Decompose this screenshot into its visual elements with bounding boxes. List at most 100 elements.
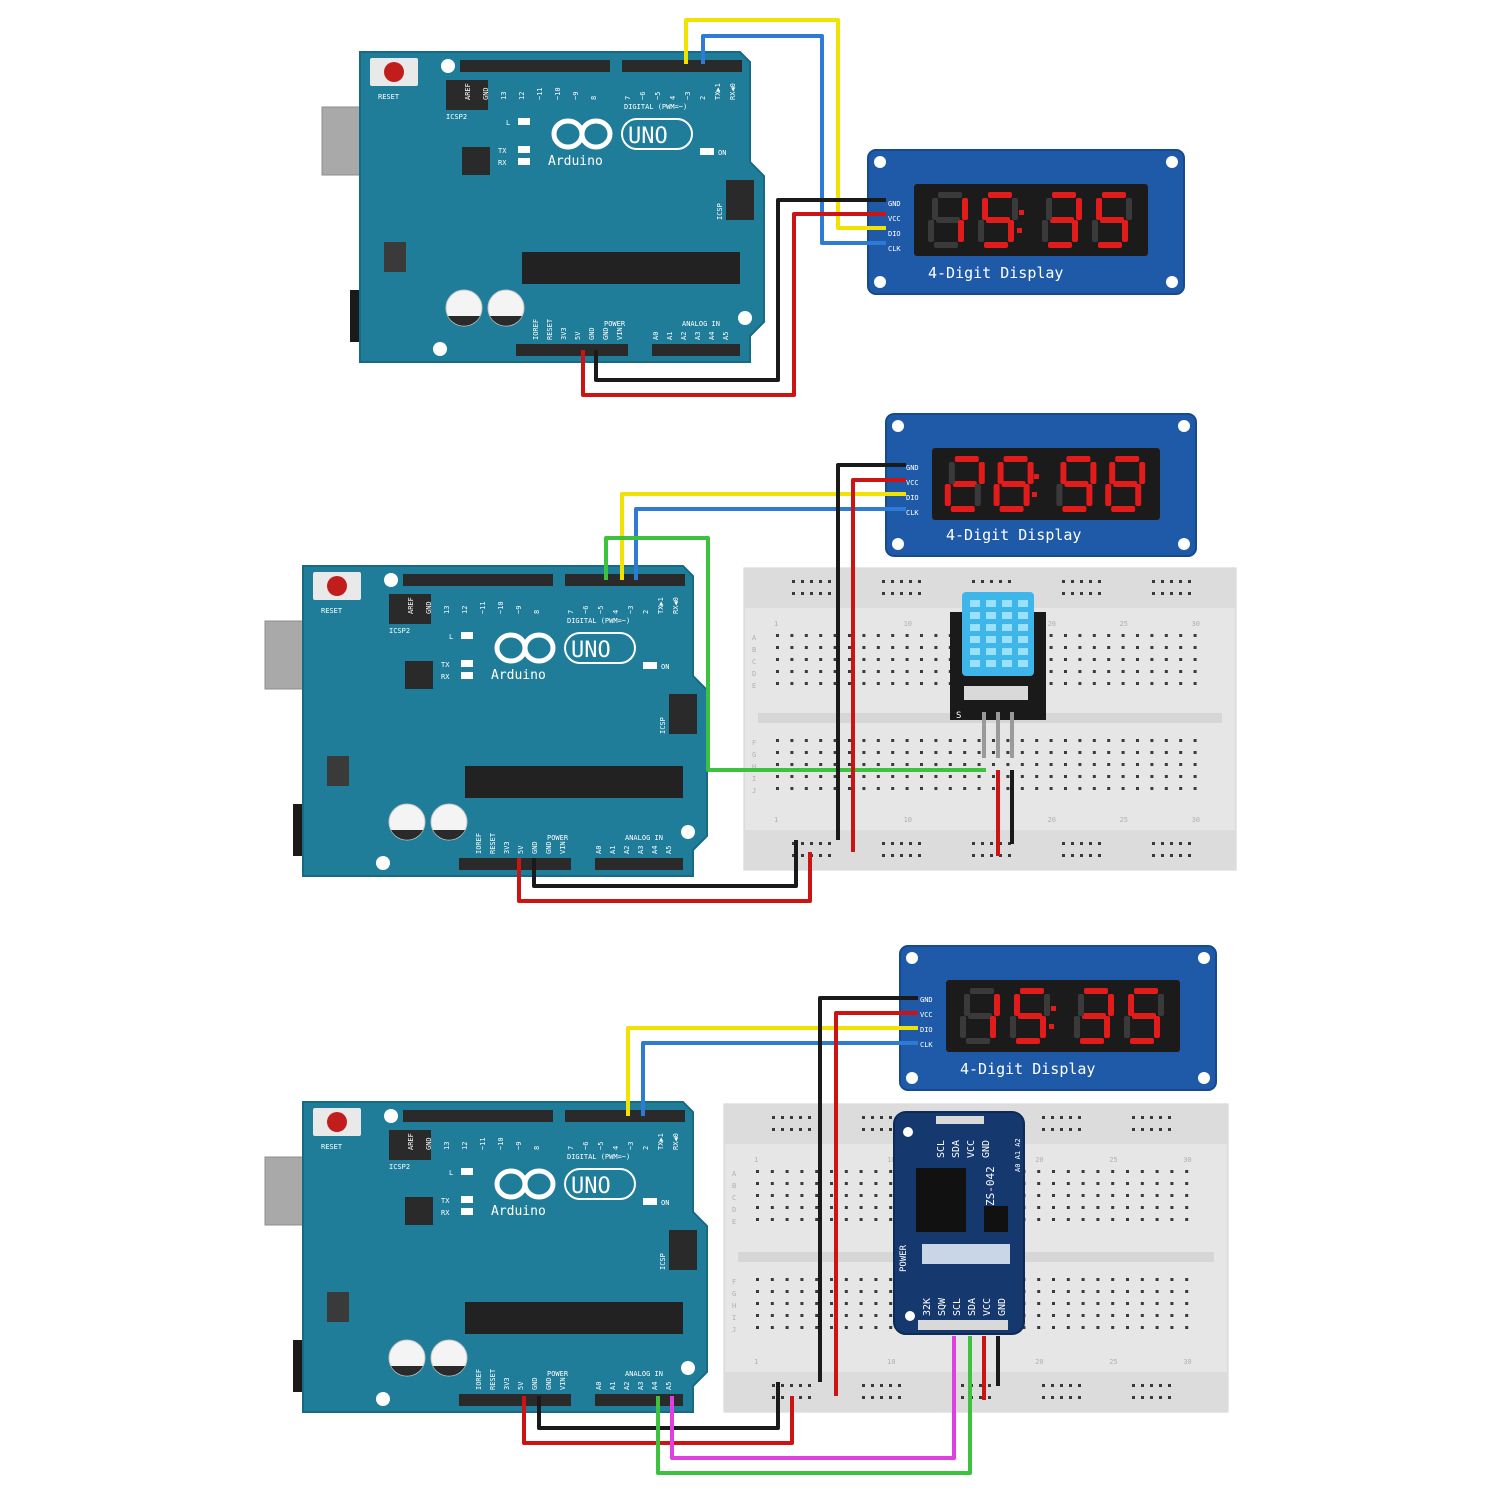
rail-hole xyxy=(889,1396,892,1399)
segment-g xyxy=(1050,217,1074,223)
terminal-hole xyxy=(756,1326,759,1329)
mount-hole xyxy=(903,1127,913,1137)
terminal-hole xyxy=(920,763,923,766)
terminal-hole xyxy=(819,751,823,754)
led-l-label: L xyxy=(506,119,510,127)
rtc-bottom-pin-label: SQW xyxy=(937,1297,948,1316)
terminal-hole xyxy=(1096,1278,1100,1281)
mount-hole xyxy=(874,156,886,168)
terminal-hole xyxy=(770,1218,774,1221)
rtc-eeprom xyxy=(984,1206,1008,1232)
rail-hole xyxy=(891,854,894,857)
terminal-hole xyxy=(1066,1170,1070,1173)
terminal-hole xyxy=(1136,682,1139,685)
terminal-hole xyxy=(1136,670,1139,673)
terminal-hole xyxy=(1096,1170,1100,1173)
rail-hole xyxy=(871,1116,874,1119)
mount-hole xyxy=(384,573,398,587)
terminal-hole xyxy=(1092,775,1096,778)
terminal-hole xyxy=(1064,787,1067,790)
rail-hole xyxy=(772,1116,775,1119)
display-caption: 4-Digit Display xyxy=(946,526,1081,544)
terminal-hole xyxy=(1170,1218,1174,1221)
terminal-hole xyxy=(992,739,995,742)
power-label: POWER xyxy=(547,1370,569,1378)
rail-hole xyxy=(862,1384,865,1387)
segment-g xyxy=(952,481,977,487)
terminal-hole xyxy=(830,1218,833,1221)
terminal-hole xyxy=(790,646,794,649)
terminal-hole xyxy=(1164,739,1168,742)
terminal-hole xyxy=(785,1326,789,1329)
terminal-hole xyxy=(1066,1194,1070,1197)
terminal-hole xyxy=(1107,682,1111,685)
power-pin-label: GND xyxy=(531,841,539,854)
segment-d xyxy=(984,242,1008,248)
brand-label: Arduino xyxy=(491,668,546,683)
rail-hole xyxy=(799,1116,802,1119)
terminal-hole xyxy=(1096,1302,1100,1305)
rail-hole xyxy=(1141,1128,1144,1131)
terminal-hole xyxy=(1121,763,1125,766)
rail-hole xyxy=(889,1128,892,1131)
terminal-hole xyxy=(1126,1302,1129,1305)
rail-hole xyxy=(772,1128,775,1131)
digital-pin-label: 7 xyxy=(567,610,575,614)
terminal-hole xyxy=(1140,1218,1144,1221)
rail-hole xyxy=(909,580,912,583)
power-pin-label: A0 xyxy=(595,846,603,854)
rail-hole xyxy=(790,1116,793,1119)
rail-hole xyxy=(891,580,894,583)
terminal-hole xyxy=(1179,739,1183,742)
terminal-hole xyxy=(1193,775,1197,778)
rail-hole xyxy=(918,842,921,845)
terminal-hole xyxy=(1140,1182,1144,1185)
segment-d xyxy=(1048,242,1072,248)
rail-hole xyxy=(1161,580,1164,583)
terminal-hole xyxy=(992,787,995,790)
terminal-hole xyxy=(1164,670,1168,673)
terminal-hole xyxy=(1155,1206,1159,1209)
regulator xyxy=(327,756,349,786)
terminal-hole xyxy=(848,739,851,742)
terminal-hole xyxy=(830,1278,833,1281)
terminal-hole xyxy=(889,1290,893,1293)
rail-hole xyxy=(810,580,813,583)
column-mark: 30 xyxy=(1192,620,1200,628)
rail-hole xyxy=(972,854,975,857)
terminal-hole xyxy=(830,1290,833,1293)
rail-hole xyxy=(880,1396,883,1399)
brand-label: Arduino xyxy=(548,154,603,169)
rail-hole xyxy=(990,842,993,845)
terminal-hole xyxy=(1092,670,1096,673)
mount-hole xyxy=(738,311,752,325)
rail-hole xyxy=(1089,580,1092,583)
terminal-hole xyxy=(800,1278,804,1281)
terminal-hole xyxy=(804,670,808,673)
terminal-hole xyxy=(905,646,909,649)
terminal-hole xyxy=(934,751,938,754)
terminal-hole xyxy=(977,775,981,778)
segment-d xyxy=(1098,242,1122,248)
digital-pin-label: ~11 xyxy=(479,601,487,614)
terminal-hole xyxy=(1096,1314,1100,1317)
terminal-hole xyxy=(1185,1194,1189,1197)
rx-label: RX xyxy=(441,1209,450,1217)
digital-pin-label: 4 xyxy=(669,96,677,100)
terminal-hole xyxy=(1179,775,1183,778)
rtc-resistors xyxy=(922,1244,1010,1264)
led-l xyxy=(461,1168,473,1175)
led-l xyxy=(461,632,473,639)
digital-pin-label: 13 xyxy=(500,92,508,100)
digital-pin-label: AREF xyxy=(407,1133,415,1150)
digital-pin-label: ~3 xyxy=(684,92,692,100)
infinity-logo-icon xyxy=(579,118,613,150)
terminal-hole xyxy=(1155,1326,1159,1329)
terminal-hole xyxy=(1170,1314,1174,1317)
terminal-hole xyxy=(1064,682,1067,685)
terminal-hole xyxy=(804,646,808,649)
terminal-hole xyxy=(1037,1278,1041,1281)
terminal-hole xyxy=(934,775,938,778)
mount-hole xyxy=(1178,420,1190,432)
